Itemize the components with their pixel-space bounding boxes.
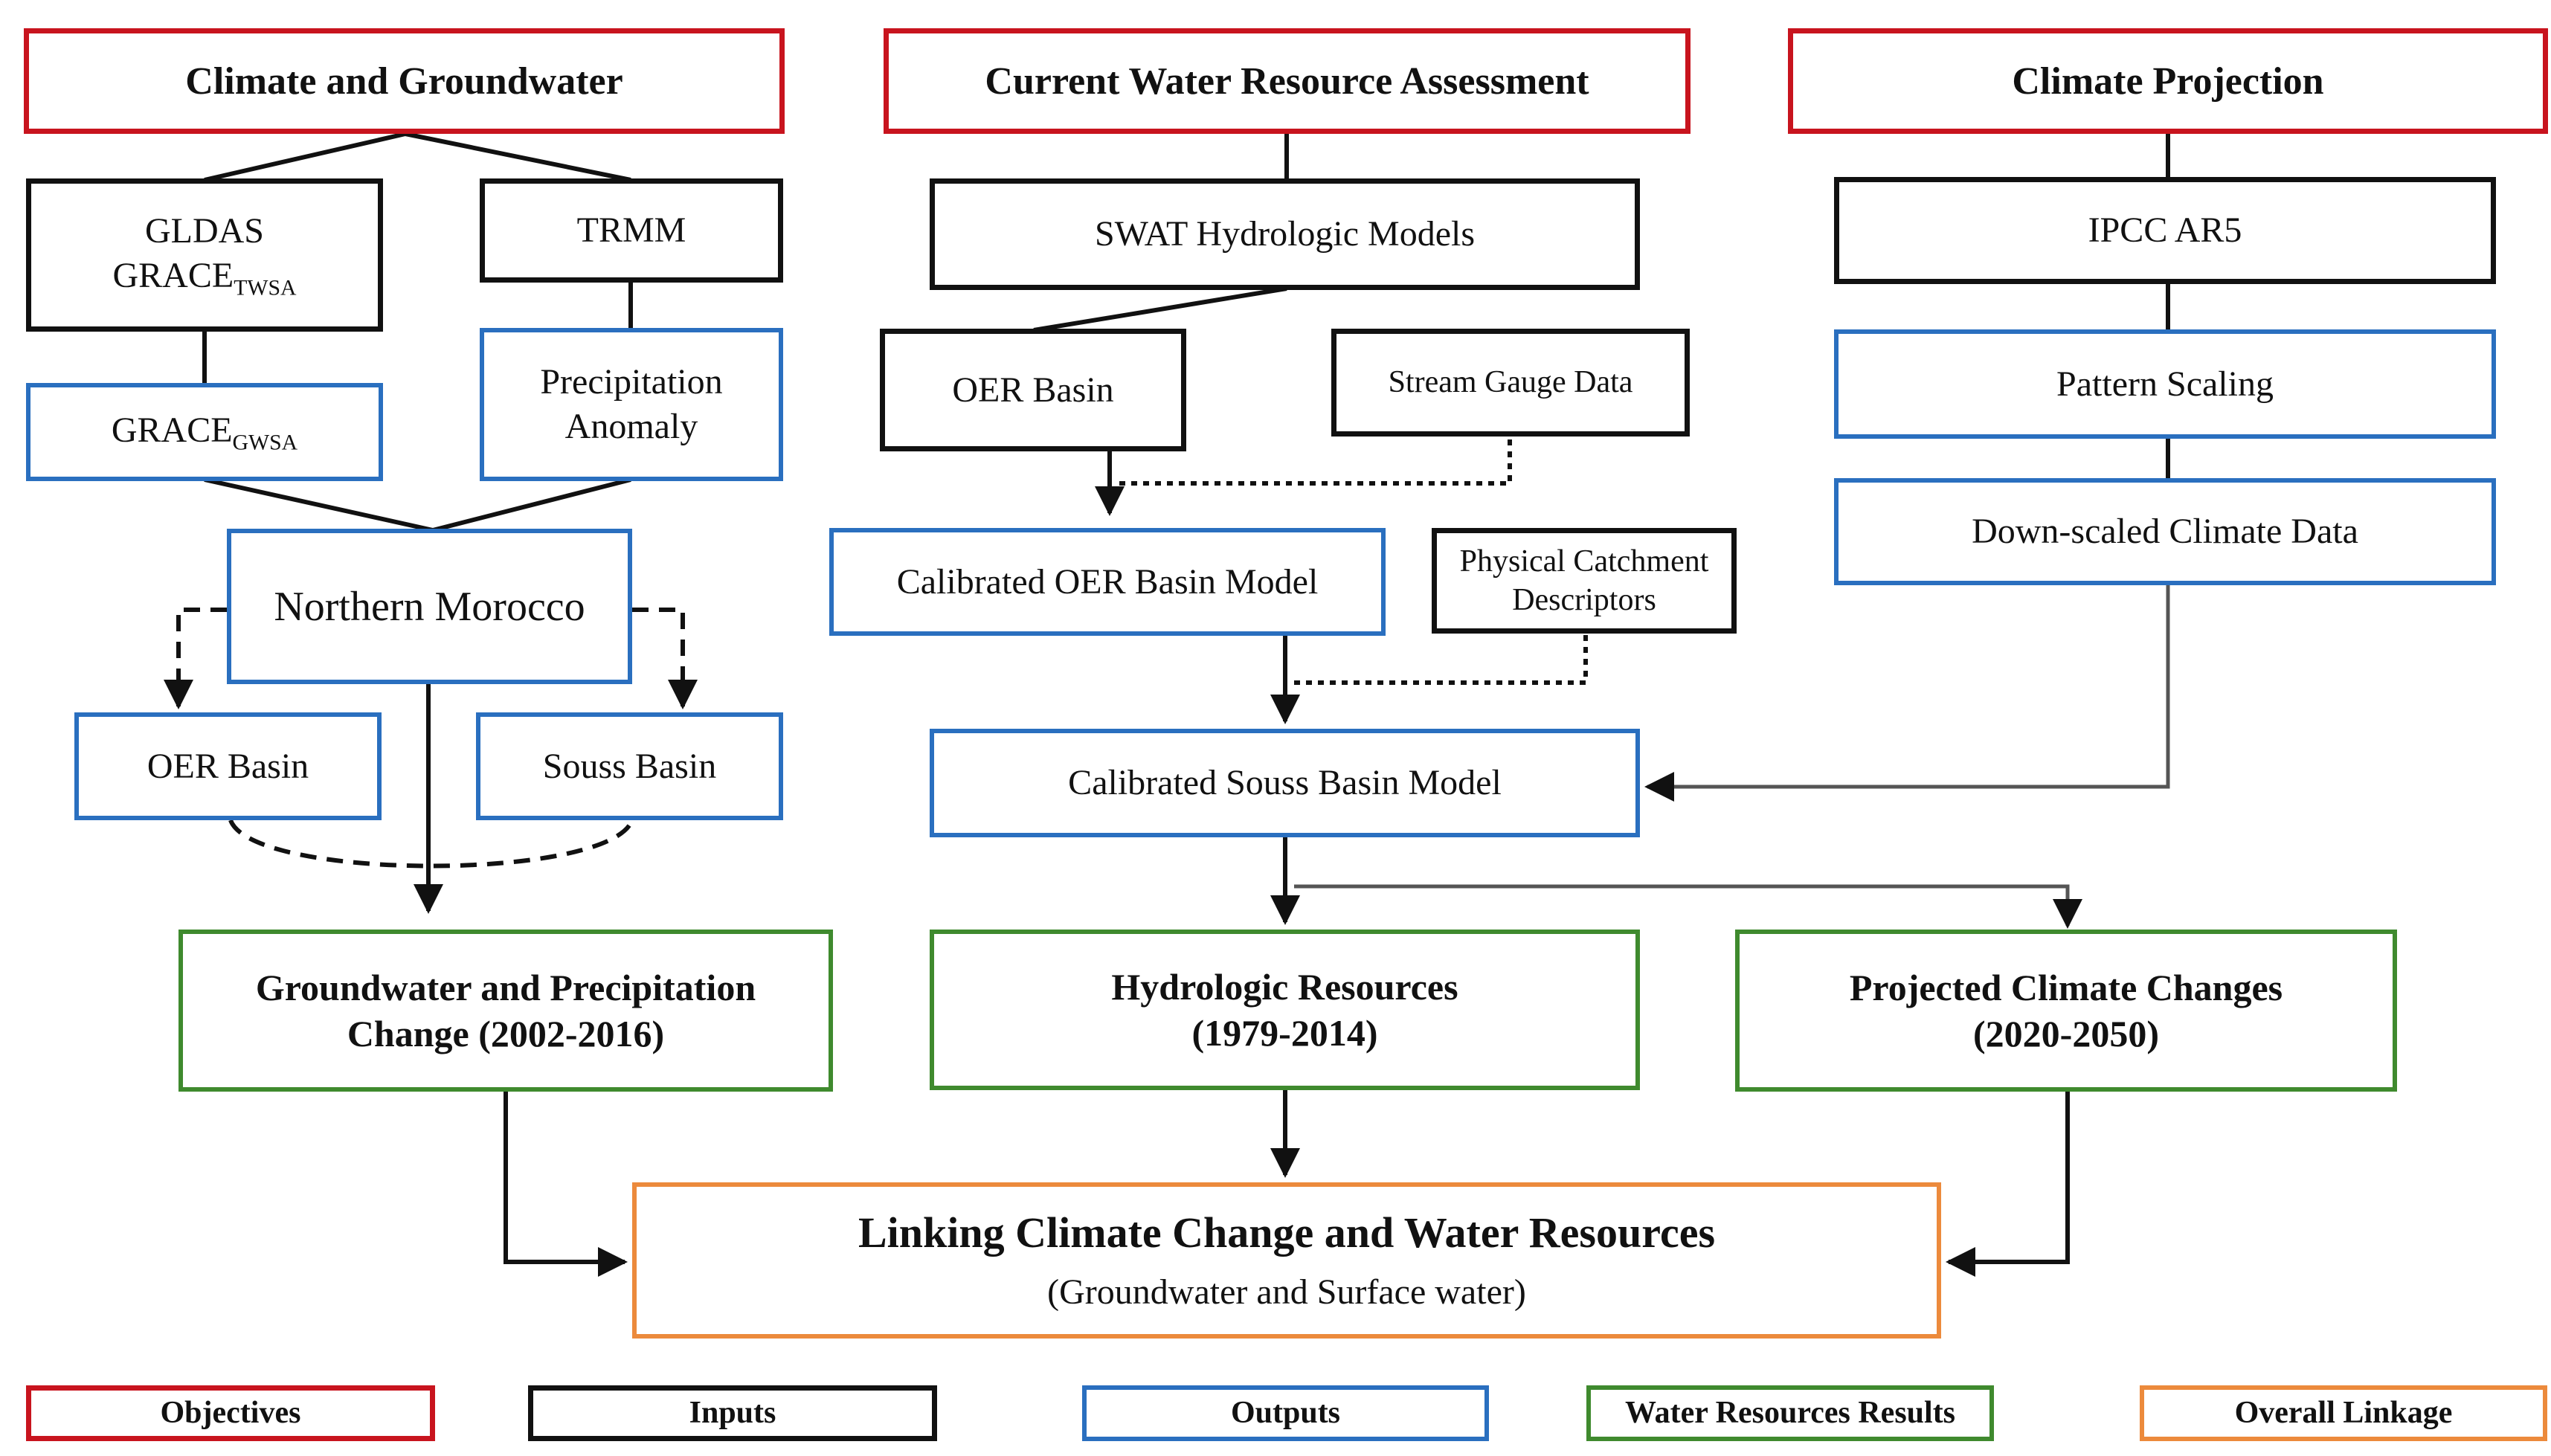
- legend-outputs: Outputs: [1082, 1385, 1489, 1441]
- swat-label: SWAT Hydrologic Models: [1094, 214, 1476, 254]
- gldas-label: GLDAS: [144, 210, 264, 251]
- oer-basin-output-box: OER Basin: [74, 712, 382, 820]
- legend-water-results-label: Water Resources Results: [1624, 1396, 1956, 1431]
- pattern-scaling-box: Pattern Scaling: [1834, 329, 2496, 439]
- gldas-grace-twsa-box: GLDAS GRACETWSA: [26, 178, 383, 332]
- hydro-label-2: (1979-2014): [1191, 1012, 1378, 1054]
- calibrated-souss-box: Calibrated Souss Basin Model: [930, 729, 1640, 837]
- oer-basin-input-box: OER Basin: [880, 329, 1186, 451]
- linkage-title: Linking Climate Change and Water Resourc…: [858, 1208, 1716, 1257]
- gw-precip-change-box: Groundwater and Precipitation Change (20…: [178, 930, 833, 1092]
- gw-precip-label-2: Change (2002-2016): [347, 1013, 665, 1054]
- legend-objectives-label: Objectives: [160, 1396, 301, 1431]
- grace-twsa-label: GRACETWSA: [112, 255, 297, 300]
- calibrated-oer-label: Calibrated OER Basin Model: [896, 561, 1319, 602]
- physical-catchment-label-2: Descriptors: [1512, 583, 1656, 617]
- linkage-box: Linking Climate Change and Water Resourc…: [632, 1182, 1941, 1339]
- legend-overall-label: Overall Linkage: [2234, 1396, 2453, 1431]
- grace-gwsa-label: GRACEGWSA: [111, 410, 298, 455]
- gw-precip-label-1: Groundwater and Precipitation: [255, 966, 756, 1008]
- physical-catchment-label-1: Physical Catchment: [1459, 544, 1709, 579]
- ipcc-label: IPCC AR5: [2088, 210, 2242, 250]
- grace-gwsa-box: GRACEGWSA: [26, 383, 383, 481]
- header-water-assessment: Current Water Resource Assessment: [884, 28, 1691, 134]
- souss-basin-box: Souss Basin: [476, 712, 783, 820]
- projected-label-2: (2020-2050): [1973, 1013, 2159, 1054]
- northern-morocco-box: Northern Morocco: [227, 529, 632, 684]
- legend-water-results: Water Resources Results: [1586, 1385, 1994, 1441]
- stream-gauge-label: Stream Gauge Data: [1388, 365, 1633, 400]
- legend-inputs: Inputs: [528, 1385, 937, 1441]
- pattern-scaling-label: Pattern Scaling: [2056, 364, 2274, 404]
- header-label: Current Water Resource Assessment: [985, 59, 1589, 103]
- precipitation-anomaly-box: Precipitation Anomaly: [480, 328, 783, 481]
- legend-objectives: Objectives: [26, 1385, 435, 1441]
- calibrated-oer-box: Calibrated OER Basin Model: [829, 528, 1386, 636]
- projected-label-1: Projected Climate Changes: [1849, 966, 2283, 1008]
- downscaled-label: Down-scaled Climate Data: [1972, 512, 2358, 551]
- oer-basin-label: OER Basin: [147, 746, 309, 786]
- linkage-subtitle: (Groundwater and Surface water): [1047, 1272, 1526, 1312]
- projected-climate-box: Projected Climate Changes (2020-2050): [1735, 930, 2397, 1092]
- trmm-box: TRMM: [480, 178, 783, 283]
- ipcc-ar5-box: IPCC AR5: [1834, 177, 2496, 284]
- legend-inputs-label: Inputs: [689, 1396, 776, 1431]
- oer-basin-input-label: OER Basin: [952, 370, 1114, 410]
- header-climate-groundwater: Climate and Groundwater: [24, 28, 785, 134]
- legend-outputs-label: Outputs: [1230, 1396, 1341, 1431]
- hydro-label-1: Hydrologic Resources: [1111, 965, 1458, 1008]
- downscaled-climate-box: Down-scaled Climate Data: [1834, 478, 2496, 585]
- hydrologic-resources-box: Hydrologic Resources (1979-2014): [930, 930, 1640, 1090]
- northern-morocco-label: Northern Morocco: [274, 583, 585, 630]
- precip-label-2: Anomaly: [564, 407, 698, 446]
- souss-basin-label: Souss Basin: [542, 746, 717, 786]
- precip-label-1: Precipitation: [540, 362, 723, 402]
- trmm-label: TRMM: [576, 210, 686, 250]
- header-label: Climate Projection: [2012, 59, 2324, 103]
- calibrated-souss-label: Calibrated Souss Basin Model: [1068, 763, 1502, 802]
- header-label: Climate and Groundwater: [185, 59, 623, 103]
- header-climate-projection: Climate Projection: [1788, 28, 2548, 134]
- swat-models-box: SWAT Hydrologic Models: [930, 178, 1640, 290]
- physical-catchment-box: Physical Catchment Descriptors: [1432, 528, 1737, 634]
- stream-gauge-box: Stream Gauge Data: [1331, 329, 1690, 437]
- legend-overall: Overall Linkage: [2140, 1385, 2547, 1441]
